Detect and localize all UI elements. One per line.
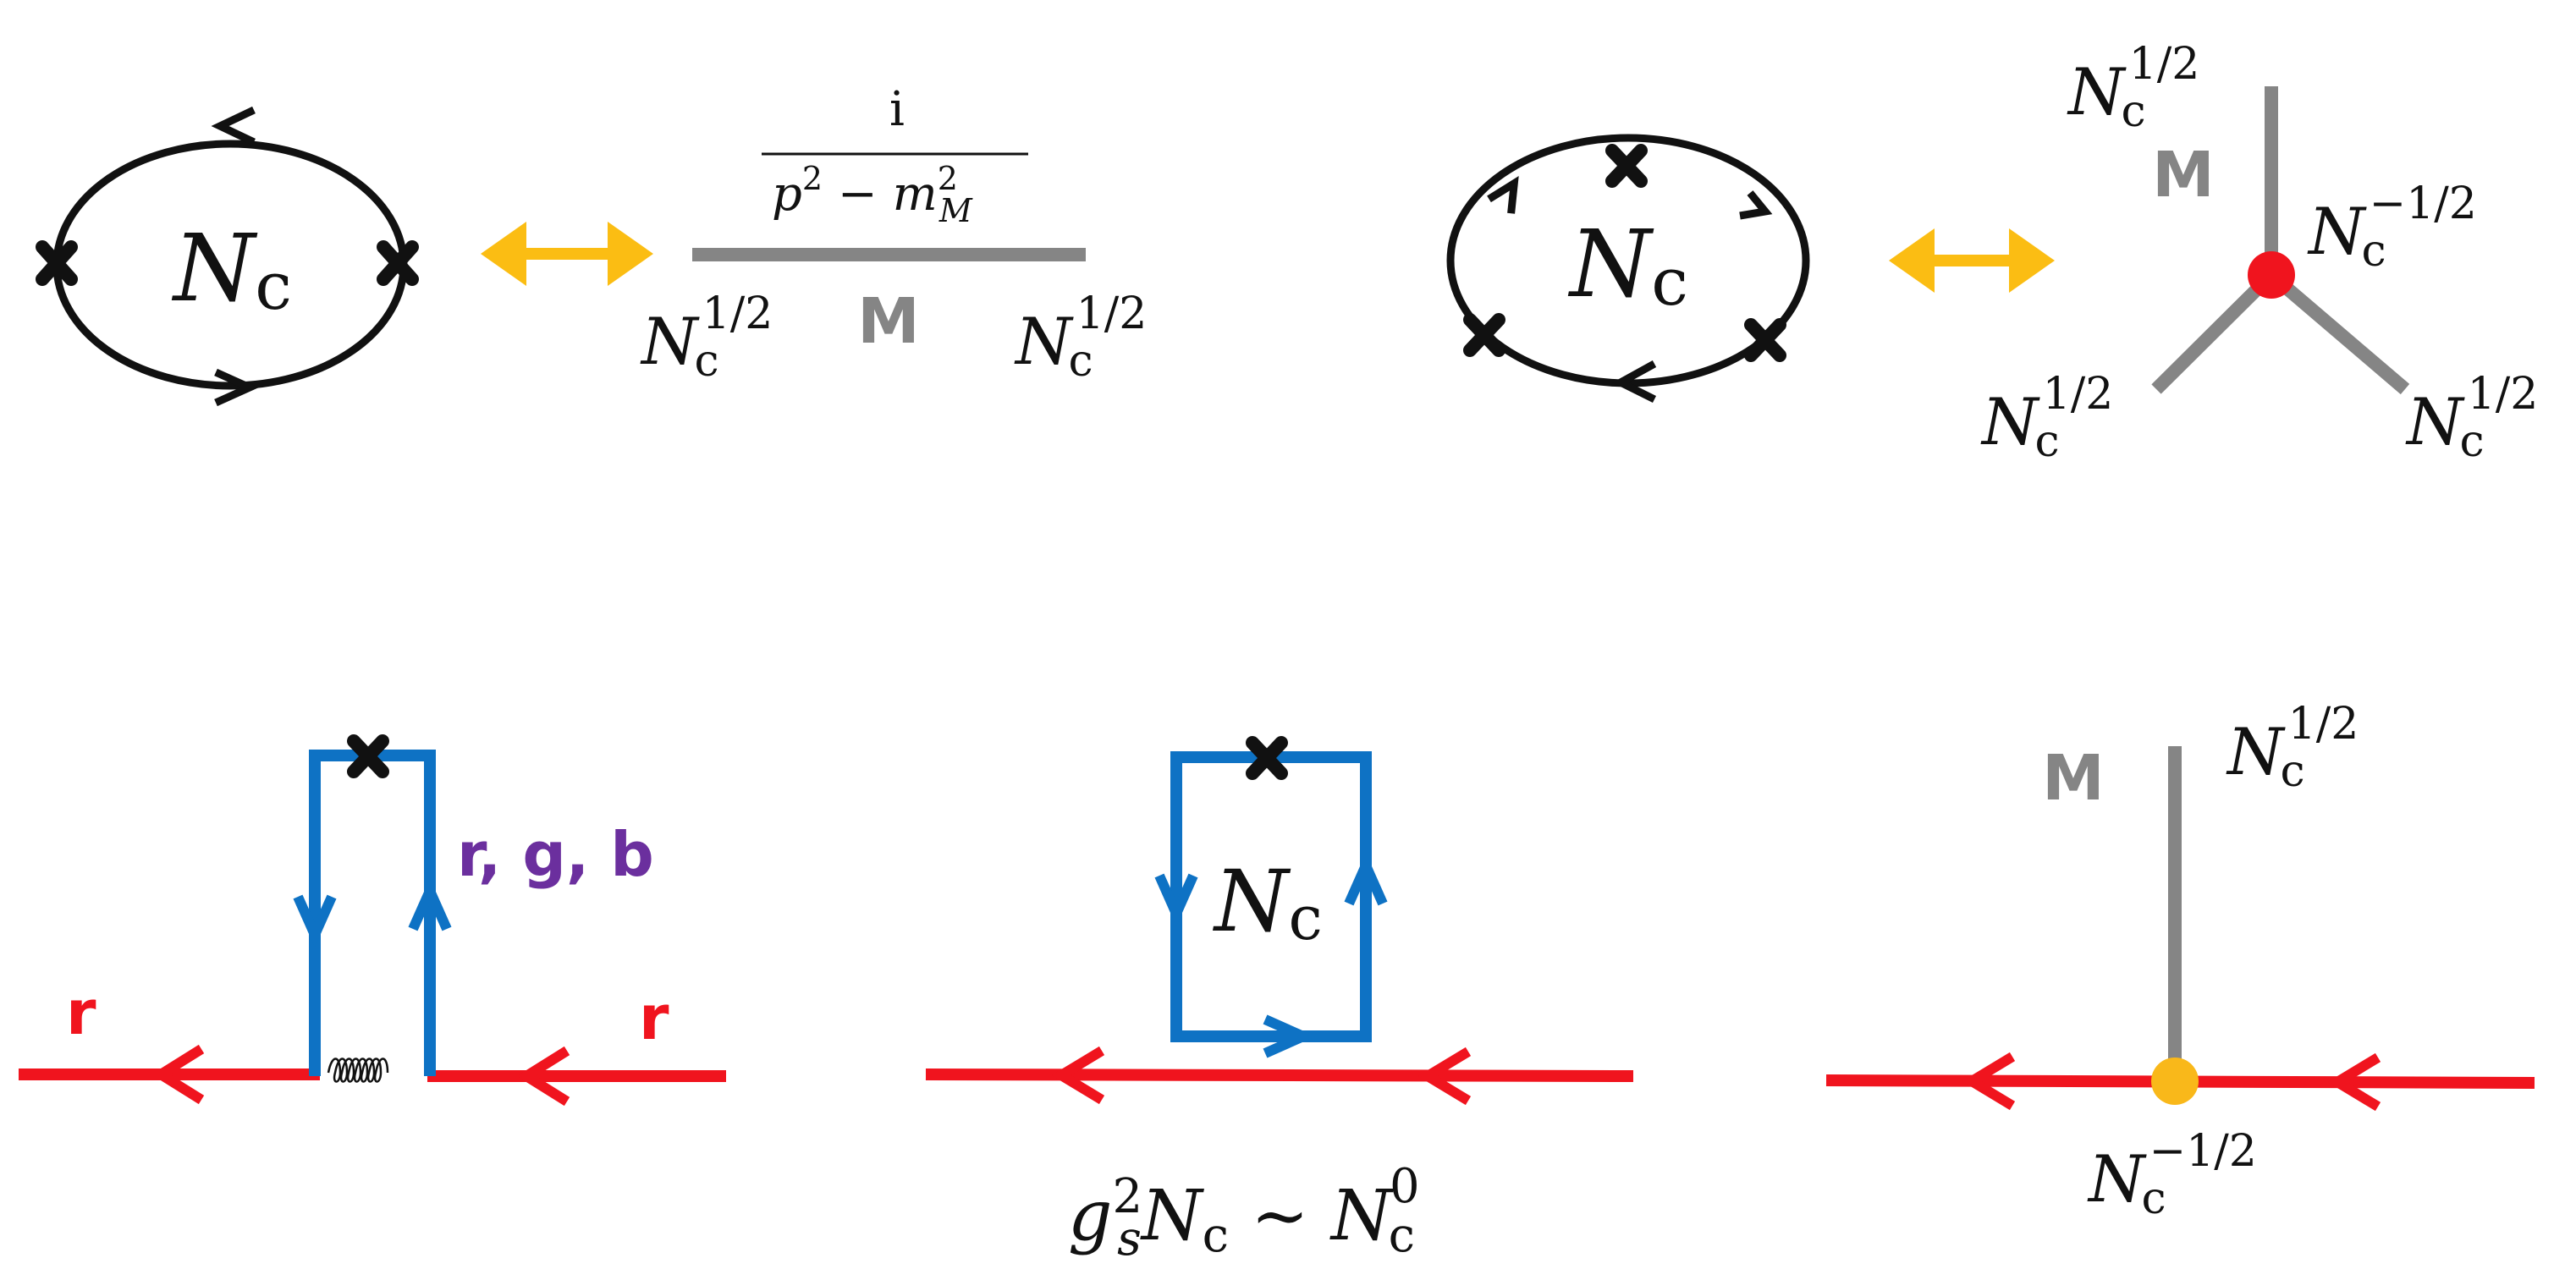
two-point-diagram: Nc — [36, 106, 419, 407]
lower-left-scale: Nc1/2 — [1980, 369, 2113, 467]
loop-label: Nc — [1213, 852, 1323, 953]
vertex-dot — [2151, 1058, 2199, 1105]
insertion-cross — [1246, 736, 1288, 780]
quark-arrow-left — [1962, 1052, 2016, 1111]
insertion-cross-right — [377, 240, 419, 286]
quark-loop — [309, 750, 436, 1076]
vertex-scale: Nc−1/2 — [2307, 179, 2477, 277]
loop-arrow-down — [293, 894, 337, 948]
insertion-cross — [347, 734, 389, 778]
three-meson-vertex: M Nc1/2 Nc−1/2 Nc1/2 Nc1/2 — [1980, 39, 2538, 467]
quark-arrow-left — [1051, 1046, 1105, 1105]
equivalence-arrow-1 — [481, 222, 653, 286]
insertion-cross-top — [1605, 144, 1648, 188]
quark-arrow-right — [2327, 1052, 2381, 1112]
right-scale: Nc1/2 — [1014, 288, 1147, 387]
equivalence-arrow-2 — [1889, 228, 2055, 293]
quark-arrow-right — [516, 1046, 570, 1107]
meson-line-left — [2151, 270, 2276, 394]
left-quark-color: r — [66, 977, 96, 1048]
quark-gluon-diagram: r r r, g, b — [19, 734, 726, 1107]
loop-colors: r, g, b — [457, 819, 654, 890]
quark-arrow-left — [151, 1044, 205, 1105]
loop-arrow-up — [1344, 853, 1388, 906]
vertex-scale: Nc−1/2 — [2087, 1126, 2257, 1224]
loop-arrow-down — [1154, 873, 1198, 926]
arrow-top — [211, 106, 256, 146]
loop-label: Nc — [1567, 210, 1688, 321]
three-point-diagram: Nc — [1446, 134, 1810, 404]
propagator-numerator: i — [889, 82, 905, 137]
meson-label: M — [2042, 742, 2105, 815]
top-scale: Nc1/2 — [2067, 39, 2199, 137]
meson-quark-vertex-diagram: M Nc1/2 Nc−1/2 — [1825, 699, 2535, 1224]
left-scale: Nc1/2 — [640, 288, 773, 387]
arrow-upper-left — [1487, 176, 1519, 214]
vertex-dot — [2248, 251, 2295, 299]
loop-arrow-bottom — [1263, 1014, 1316, 1058]
loop-arrow-up — [408, 878, 452, 931]
meson-label: M — [2152, 139, 2215, 212]
insertion-cross-left — [36, 240, 78, 286]
quark-arrow-right — [1417, 1047, 1472, 1106]
insertion-cross-bottom-left — [1463, 313, 1505, 357]
quark-line — [925, 1068, 1634, 1082]
top-scale: Nc1/2 — [2226, 699, 2359, 797]
loop-label: Nc — [171, 214, 292, 325]
meson-line-right — [2266, 269, 2410, 395]
insertion-cross-bottom-right — [1744, 318, 1786, 362]
right-quark-color: r — [639, 982, 669, 1053]
arrow-upper-right — [1739, 190, 1773, 220]
arrow-bottom — [214, 368, 259, 407]
meson-label: M — [857, 285, 920, 358]
gluon-line — [327, 1058, 389, 1083]
lower-right-scale: Nc1/2 — [2405, 369, 2538, 467]
arrow-bottom — [1612, 360, 1657, 404]
